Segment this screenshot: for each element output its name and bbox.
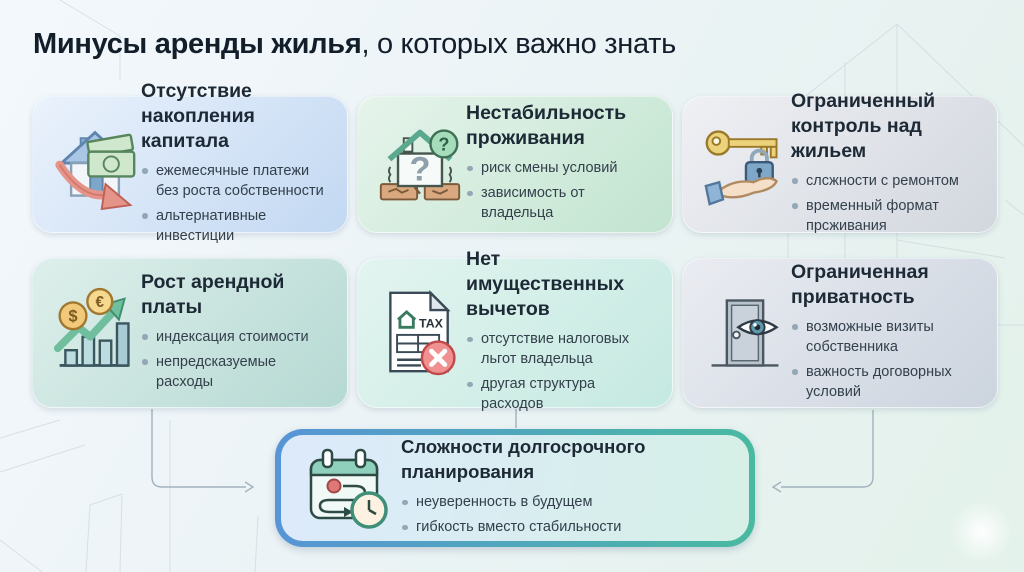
- calendar-clock-route-icon: [297, 442, 401, 534]
- question-glyph: ?: [409, 150, 430, 188]
- bullet-item: ежемесячные платежи без роста собственно…: [141, 161, 333, 201]
- connector-left: [151, 409, 246, 488]
- card-text-block: Ограниченная приватность возможные визит…: [791, 260, 985, 407]
- bullet-list: риск смены условий зависимость от владел…: [466, 158, 658, 223]
- bullet-item: индексация стоимости: [141, 327, 333, 347]
- bullet-item: риск смены условий: [466, 158, 658, 178]
- door-eye-icon: [699, 284, 791, 382]
- card-longterm-planning-border: Сложности долгосрочного планирования неу…: [275, 429, 755, 547]
- dollar-glyph: $: [69, 308, 78, 326]
- bullet-list: ежемесячные платежи без роста собственно…: [141, 161, 333, 246]
- bullet-item: альтернативные инвестиции: [141, 206, 333, 246]
- card-title: Ограниченный контроль над жильем: [791, 89, 936, 162]
- bullet-item: неуверенность в будущем: [401, 492, 739, 512]
- page-title-rest: , о которых важно знать: [361, 28, 676, 60]
- house-question-crack-icon: ? ?: [374, 116, 466, 214]
- card-text-block: Нет имущественных вычетов отсутствие нал…: [466, 247, 660, 419]
- card-limited-privacy: Ограниченная приватность возможные визит…: [682, 258, 998, 408]
- card-no-tax-deductions: TAX Нет имущественных вычетов отсутствие…: [357, 248, 673, 412]
- card-text-block: Рост арендной платы индексация стоимости…: [141, 270, 335, 397]
- tax-label: TAX: [419, 316, 444, 330]
- card-title: Отсутствие накопления капитала: [141, 79, 255, 152]
- card-text-block: Ограниченный контроль над жильем слсжнос…: [791, 89, 985, 241]
- card-title: Нет имущественных вычетов: [466, 248, 625, 320]
- card-text-block: Нестабильность проживания риск смены усл…: [466, 101, 660, 228]
- bullet-list: отсутствие налоговых льгот владельца дру…: [466, 329, 658, 414]
- bullet-list: возможные визиты собственника важность д…: [791, 317, 983, 402]
- rising-chart-coins-icon: $ €: [49, 284, 141, 382]
- connector-left-arrowhead: [244, 481, 255, 493]
- bullet-item: важность договорных условий: [791, 362, 983, 402]
- card-unstable-living: ? ? Нестабильность проживания риск смены…: [357, 96, 673, 233]
- card-title: Сложности долгосрочного планирования: [401, 436, 646, 482]
- card-longterm-planning: Сложности долгосрочного планирования неу…: [281, 435, 749, 541]
- card-text-block: Сложности долгосрочного планирования неу…: [401, 434, 739, 542]
- bullet-list: неуверенность в будущем гибкость вместо …: [401, 492, 739, 537]
- hand-key-lock-icon: [699, 116, 791, 214]
- page-title: Минусы аренды жилья, о которых важно зна…: [33, 28, 676, 61]
- card-title: Ограниченная приватность: [791, 260, 929, 308]
- connector-right-arrowhead: [771, 481, 782, 493]
- sparkle-glow: [946, 496, 1018, 568]
- bullet-item: другая структура расходов: [466, 374, 658, 414]
- bullet-item: гибкость вместо стабильности: [401, 517, 739, 537]
- connector-right: [781, 410, 874, 488]
- bullet-item: возможные визиты собственника: [791, 317, 983, 357]
- bullet-item: непредсказуемые расходы: [141, 352, 333, 392]
- card-title: Рост арендной платы: [141, 270, 285, 318]
- bullet-list: слсжности с ремонтом временный формат пр…: [791, 171, 983, 236]
- tax-document-cross-icon: TAX: [374, 284, 466, 382]
- card-text-block: Отсутствие накопления капитала ежемесячн…: [141, 79, 335, 251]
- question-badge-glyph: ?: [438, 134, 449, 154]
- card-title: Нестабильность проживания: [466, 102, 627, 149]
- euro-glyph: €: [96, 294, 105, 311]
- bullet-item: зависимость от владельца: [466, 183, 658, 223]
- bullet-item: слсжности с ремонтом: [791, 171, 983, 191]
- bullet-list: индексация стоимости непредсказуемые рас…: [141, 327, 333, 392]
- card-no-capital-accumulation: Отсутствие накопления капитала ежемесячн…: [32, 80, 348, 244]
- house-money-decline-icon: [49, 116, 141, 214]
- card-limited-control: Ограниченный контроль над жильем слсжнос…: [682, 90, 998, 234]
- bullet-item: отсутствие налоговых льгот владельца: [466, 329, 658, 369]
- bullet-item: временный формат прсживания: [791, 196, 983, 236]
- card-rent-growth: $ € Рост арендной платы индексация стоим…: [32, 258, 348, 408]
- page-title-bold: Минусы аренды жилья: [33, 28, 362, 60]
